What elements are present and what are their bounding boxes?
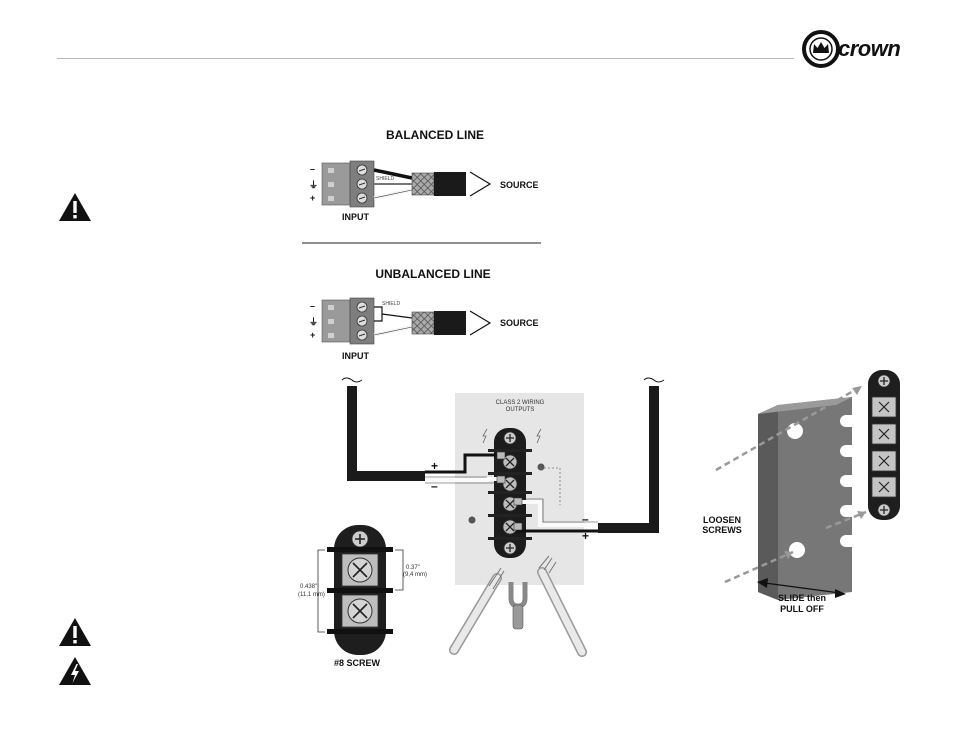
unbalanced-pin-ground: ⏚ — [309, 315, 318, 328]
dim-height-mm: (11,1 mm) — [298, 592, 325, 598]
screw-detail-block — [327, 525, 393, 655]
right-minus-label: – — [582, 512, 589, 526]
loosen-label-line2: SCREWS — [700, 525, 744, 535]
slide-label-line2: PULL OFF — [770, 604, 834, 614]
unbalanced-input-label: INPUT — [342, 351, 369, 361]
unbalanced-input-connector — [322, 298, 374, 344]
balanced-source-label: SOURCE — [500, 180, 539, 190]
balanced-pin-minus: – — [310, 164, 315, 174]
balanced-source-bracket — [470, 172, 490, 196]
unbalanced-source-label: SOURCE — [500, 318, 539, 328]
dim-width-value: 0.37" — [406, 565, 420, 571]
dim-height-value: 0.438" — [300, 584, 317, 590]
unbalanced-pin-plus: + — [310, 330, 315, 340]
terminal-cover — [758, 397, 858, 600]
output-panel-title-line2: OUTPUTS — [482, 407, 558, 413]
balanced-pin-ground: ⏚ — [309, 178, 318, 191]
spade-lug — [511, 582, 525, 629]
balanced-input-label: INPUT — [342, 212, 369, 222]
unbalanced-pin-minus: – — [310, 301, 315, 311]
unbalanced-source-bracket — [470, 311, 490, 335]
left-plus-label: + — [431, 459, 438, 473]
balanced-pin-plus: + — [310, 193, 315, 203]
unbalanced-shield-label: SHIELD — [382, 301, 400, 307]
balanced-input-connector — [322, 161, 374, 207]
cover-terminal-block — [868, 370, 900, 520]
screw-caption: #8 SCREW — [334, 658, 380, 668]
balanced-cable — [374, 170, 466, 198]
unbalanced-cable — [374, 307, 466, 335]
slide-label-line1: SLIDE then — [770, 593, 834, 603]
output-panel-title-line1: CLASS 2 WIRING — [482, 400, 558, 406]
dim-width-mm: (9,4 mm) — [403, 572, 427, 578]
right-plus-label: + — [582, 529, 589, 543]
left-minus-label: – — [431, 479, 438, 493]
balanced-shield-label: SHIELD — [376, 176, 394, 182]
loosen-label-line1: LOOSEN — [700, 515, 744, 525]
